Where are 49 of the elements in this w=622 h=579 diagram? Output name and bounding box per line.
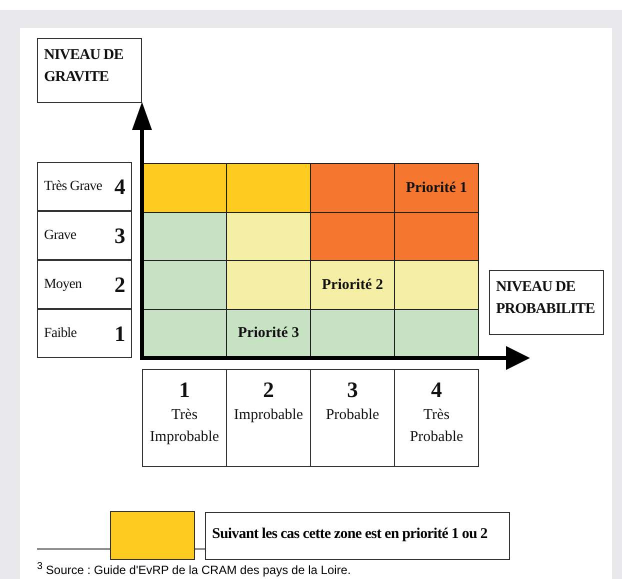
probability-label: Très Probable bbox=[408, 406, 464, 447]
matrix-cell bbox=[226, 163, 311, 213]
matrix-cell bbox=[394, 309, 479, 358]
axis-title-panel bbox=[37, 38, 142, 103]
severity-label: Très Grave bbox=[44, 178, 102, 194]
severity-label: Faible bbox=[44, 326, 77, 342]
priority-label: Priorité 3 bbox=[238, 325, 300, 342]
legend-text: Suivant les cas cette zone est en priorité 1 ou 2 bbox=[205, 512, 510, 560]
probability-label: Probable bbox=[324, 406, 380, 425]
severity-level-panel bbox=[37, 162, 132, 211]
matrix-cell bbox=[142, 260, 227, 310]
matrix-cell bbox=[310, 212, 395, 261]
probability-number: 4 bbox=[430, 376, 443, 404]
axis-title-panel bbox=[489, 270, 604, 335]
matrix-cell bbox=[142, 212, 227, 261]
matrix-cell bbox=[142, 163, 227, 213]
matrix-cell bbox=[226, 212, 311, 261]
probability-level-panel bbox=[394, 369, 479, 467]
axis-title: NIVEAU DE PROBABILITE bbox=[496, 278, 596, 319]
severity-level-panel bbox=[37, 211, 132, 260]
severity-label: Grave bbox=[44, 228, 76, 244]
probability-level-panel bbox=[142, 369, 227, 467]
probability-number: 2 bbox=[262, 376, 275, 404]
probability-label: Très Improbable bbox=[148, 406, 220, 447]
priority-label: Priorité 2 bbox=[322, 276, 384, 294]
severity-number: 2 bbox=[114, 272, 125, 298]
matrix-cell bbox=[142, 309, 227, 358]
matrix-cell bbox=[226, 309, 311, 358]
matrix-cell bbox=[310, 309, 395, 358]
severity-number: 1 bbox=[114, 320, 125, 346]
severity-number: 4 bbox=[114, 174, 125, 200]
probability-label: Improbable bbox=[232, 406, 304, 425]
matrix-cell bbox=[394, 212, 479, 261]
priority-label: Priorité 1 bbox=[406, 180, 468, 196]
severity-label: Moyen bbox=[44, 276, 82, 292]
probability-number: 1 bbox=[178, 376, 191, 404]
matrix-cell bbox=[310, 260, 395, 310]
matrix-cell bbox=[394, 163, 479, 213]
probability-number: 3 bbox=[346, 376, 359, 404]
severity-level-panel bbox=[37, 309, 132, 358]
probability-level-panel bbox=[226, 369, 311, 467]
matrix-cell bbox=[394, 260, 479, 310]
severity-level-panel bbox=[37, 260, 132, 309]
axis-title: NIVEAU DE GRAVITE bbox=[44, 46, 124, 87]
probability-level-panel bbox=[310, 369, 395, 467]
matrix-cell bbox=[310, 163, 395, 213]
source-note: $^{3}$ Source : Guide d'EvRP de la CRAM des pays de la Loire. bbox=[37, 561, 351, 577]
severity-number: 3 bbox=[114, 222, 125, 248]
matrix-cell bbox=[226, 260, 311, 310]
